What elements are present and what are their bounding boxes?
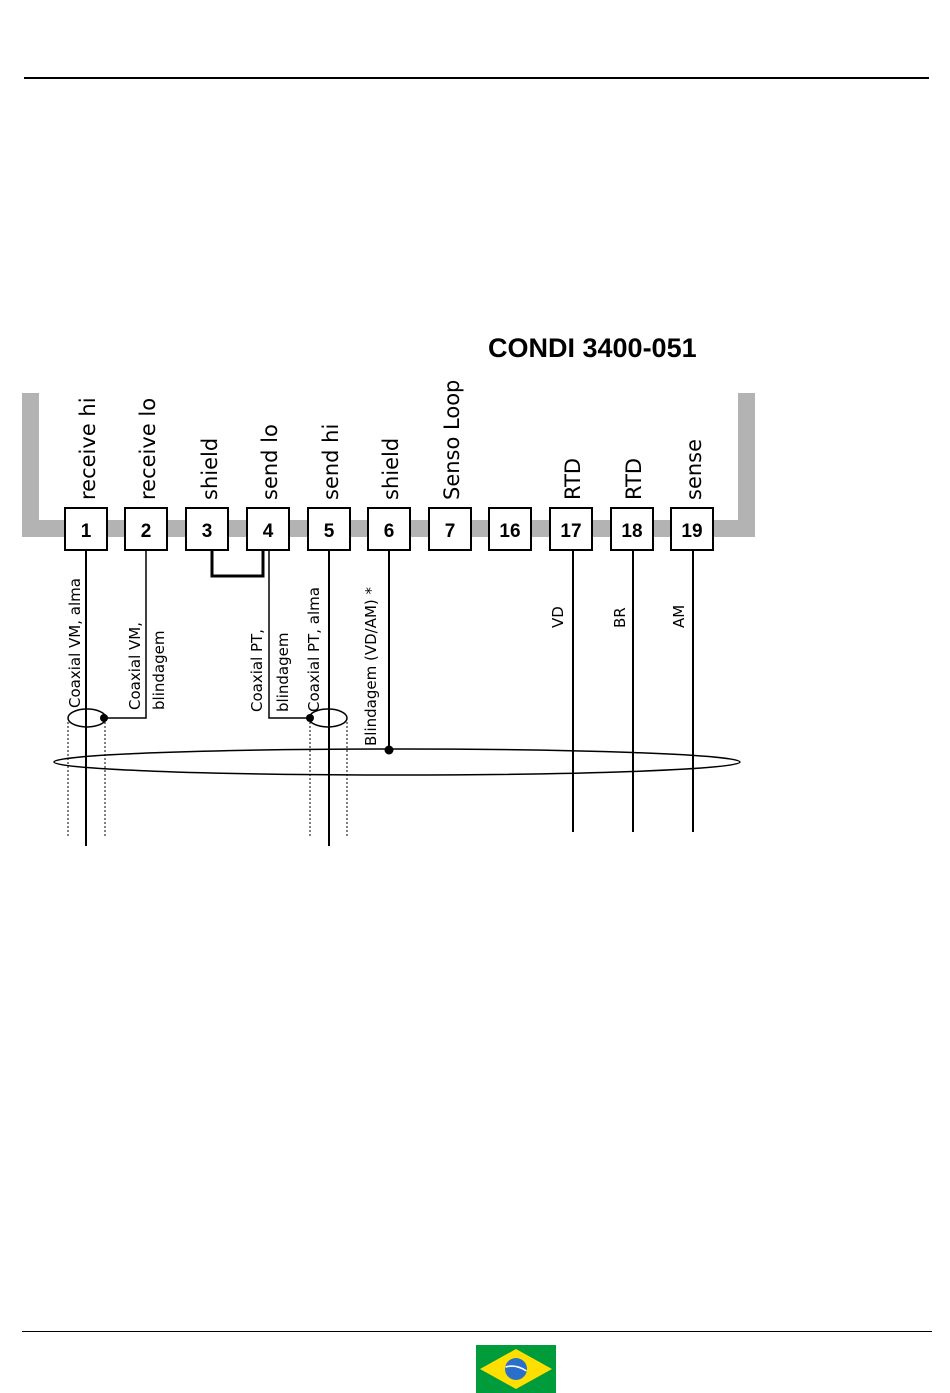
terminal-6: 6 — [368, 508, 410, 550]
terminal-17: 17 — [550, 508, 592, 550]
terminal-1: 1 — [65, 508, 107, 550]
terminal-7: 7 — [429, 508, 471, 550]
label-am: AM — [670, 605, 688, 628]
label-coax-pt-shield-1: Coaxial PT, — [248, 629, 266, 712]
terminal-label-1: receive hi — [76, 397, 100, 500]
terminal-number: 5 — [324, 521, 335, 542]
label-vd: VD — [549, 606, 567, 628]
terminal-label-4: send lo — [258, 424, 282, 500]
terminal-3: 3 — [186, 508, 228, 550]
terminal-label-5: send hi — [319, 424, 343, 500]
footer-rule — [22, 1331, 932, 1332]
label-cable-shield: Blindagem (VD/AM) * — [362, 586, 380, 746]
terminal-number: 17 — [560, 521, 581, 542]
terminal-label-6: shield — [379, 438, 403, 500]
terminal-4: 4 — [247, 508, 289, 550]
junction-dot — [385, 746, 394, 755]
terminal-5: 5 — [308, 508, 350, 550]
terminal-label-17: RTD — [561, 458, 585, 500]
terminal-18: 18 — [611, 508, 653, 550]
terminal-2: 2 — [125, 508, 167, 550]
diagram-title: CONDI 3400-051 — [488, 333, 697, 363]
terminal-19: 19 — [671, 508, 713, 550]
terminal-number: 18 — [621, 521, 642, 542]
terminal-number: 2 — [141, 521, 152, 542]
terminal-number: 3 — [202, 521, 213, 542]
terminal-number: 7 — [445, 521, 456, 542]
terminal-16: 16 — [489, 508, 531, 550]
cable-bundle — [54, 749, 740, 775]
terminal-number: 4 — [263, 521, 274, 542]
label-coax-vm-shield-2: blindagem — [150, 631, 168, 710]
label-br: BR — [611, 607, 629, 628]
terminal-label-2: receive lo — [136, 398, 160, 500]
wiring-diagram: CONDI 3400-051 receive hi receive lo shi… — [0, 0, 950, 900]
terminal-label-3: shield — [198, 438, 222, 500]
label-coax-pt-core: Coaxial PT, alma — [305, 587, 323, 712]
label-coax-vm-core: Coaxial VM, alma — [66, 578, 84, 708]
terminal-labels: receive hi receive lo shield send lo sen… — [76, 380, 706, 500]
brazil-flag-icon — [476, 1345, 556, 1393]
terminal-number: 19 — [681, 521, 702, 542]
bridge-3-4 — [212, 550, 263, 576]
label-coax-pt-shield-2: blindagem — [274, 633, 292, 712]
junction-dot — [100, 714, 108, 722]
wire-labels: Coaxial VM, alma Coaxial VM, blindagem C… — [66, 578, 688, 746]
terminal-label-7: Senso Loop — [440, 380, 464, 500]
terminal-label-19: sense — [682, 439, 706, 500]
terminal-number: 16 — [499, 521, 520, 542]
terminal-number: 1 — [81, 521, 92, 542]
label-coax-vm-shield-1: Coaxial VM, — [126, 622, 144, 710]
terminal-boxes: 1 2 3 4 5 6 7 16 — [65, 508, 713, 550]
terminal-number: 6 — [384, 521, 395, 542]
terminal-label-18: RTD — [622, 458, 646, 500]
